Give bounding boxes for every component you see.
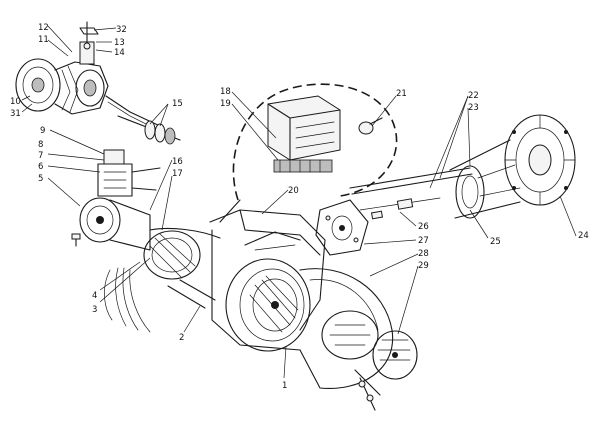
callout-25: 25: [490, 237, 501, 247]
damper-plate: [315, 199, 369, 256]
callout-24: 24: [578, 231, 589, 241]
callout-10: 10: [10, 97, 21, 107]
callout-17: 17: [172, 169, 183, 179]
control-box-detail: [219, 83, 398, 223]
main-housing: [209, 209, 418, 411]
callout-4: 4: [92, 291, 97, 301]
callout-20: 20: [288, 186, 299, 196]
electrode-assembly: [349, 167, 473, 220]
callout-3: 3: [92, 305, 97, 315]
callout-11: 11: [38, 35, 49, 45]
callout-6: 6: [38, 162, 43, 172]
callout-32: 32: [116, 25, 127, 35]
photocell: [358, 117, 383, 135]
callout-22: 22: [468, 91, 479, 101]
callout-21: 21: [396, 89, 407, 99]
leader-lines: [21, 25, 577, 379]
callout-29: 29: [418, 261, 429, 271]
callout-14: 14: [114, 48, 125, 58]
callout-28: 28: [418, 249, 429, 259]
callout-2: 2: [179, 333, 184, 343]
callout-1: 1: [282, 381, 287, 391]
callout-7: 7: [38, 151, 43, 161]
callout-23: 23: [468, 103, 479, 113]
callout-8: 8: [38, 140, 43, 150]
callout-31: 31: [10, 109, 21, 119]
shaft-coupling: [117, 115, 181, 145]
callout-5: 5: [38, 174, 43, 184]
callout-16: 16: [172, 157, 183, 167]
pump-motor-body: [71, 197, 221, 333]
callout-9: 9: [40, 126, 45, 136]
callout-19: 19: [220, 99, 231, 109]
callout-26: 26: [418, 222, 429, 232]
callout-15: 15: [172, 99, 183, 109]
callout-13: 13: [114, 38, 125, 48]
callout-27: 27: [418, 236, 429, 246]
ignition-bracket: [97, 149, 161, 197]
callout-12: 12: [38, 23, 49, 33]
callout-labels: 1 2 3 4 5 6 7 8 9 10 11 12 13 14 15 16 1…: [10, 23, 589, 391]
blast-tube: [449, 114, 576, 219]
callout-18: 18: [220, 87, 231, 97]
